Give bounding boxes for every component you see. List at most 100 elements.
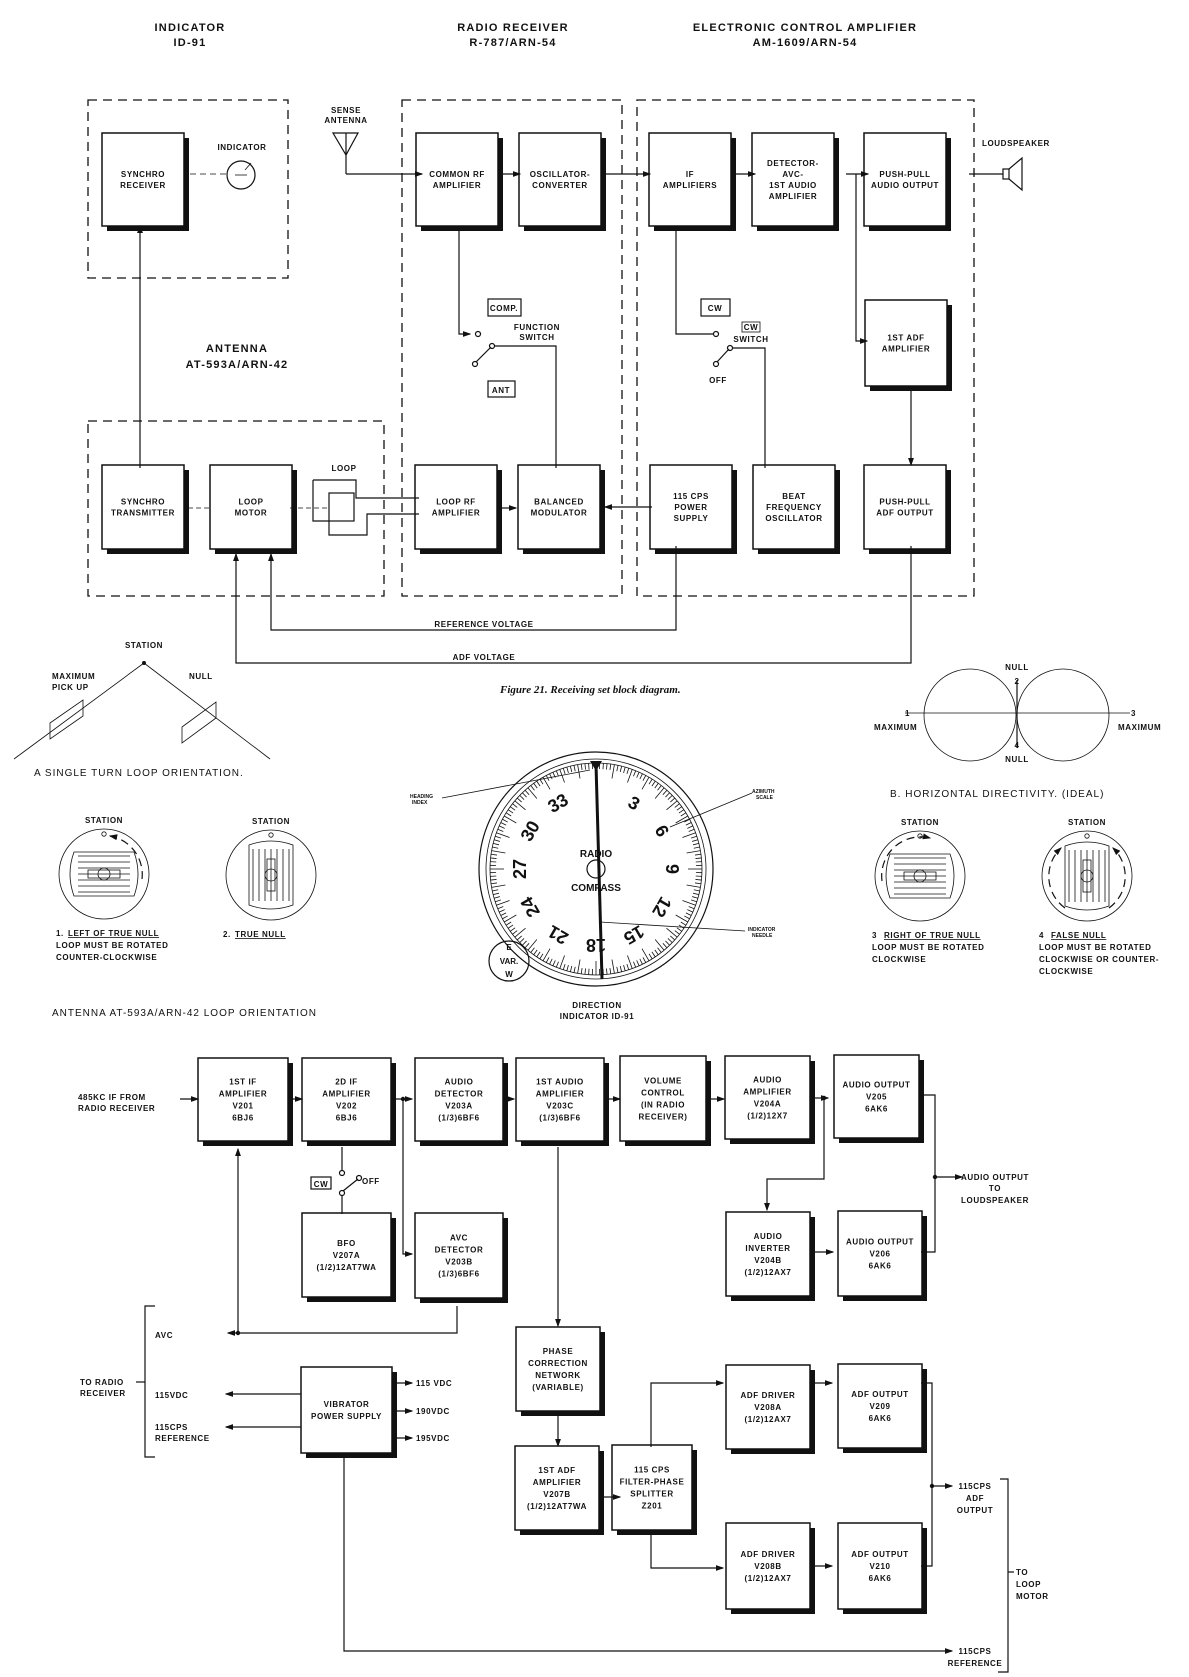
azimuth-tick xyxy=(493,892,500,896)
svg-text:CLOCKWISE: CLOCKWISE xyxy=(872,955,926,964)
azimuth-tick xyxy=(522,940,527,946)
block-label-line: AMPLIFIER xyxy=(322,1090,371,1099)
azimuth-tick xyxy=(495,835,502,839)
block-label-line: INVERTER xyxy=(745,1244,790,1253)
svg-text:115CPS: 115CPS xyxy=(155,1423,188,1432)
block-label-line: AVC- xyxy=(782,170,803,179)
block-label-line: ADF OUTPUT xyxy=(851,1390,909,1399)
svg-text:3: 3 xyxy=(1131,709,1136,718)
horizontal-directivity-diagram: NULL 2 4 NULL 1 3 MAXIMUM MAXIMUM B. HOR… xyxy=(874,663,1161,800)
azimuth-tick xyxy=(491,884,506,888)
svg-text:INDICATOR: INDICATOR xyxy=(217,143,266,152)
azimuth-tick xyxy=(654,787,665,799)
block-label-line: ADF DRIVER xyxy=(741,1550,796,1559)
azimuth-tick xyxy=(500,912,507,916)
svg-text:AM-1609/ARN-54: AM-1609/ARN-54 xyxy=(753,37,858,49)
azimuth-tick xyxy=(514,927,526,938)
azimuth-number: 30 xyxy=(517,817,544,844)
svg-text:TO: TO xyxy=(989,1184,1001,1193)
block-label-line: CORRECTION xyxy=(528,1359,588,1368)
azimuth-tick xyxy=(680,921,687,926)
azimuth-number: 3 xyxy=(625,792,644,814)
block-label-line: (1/2)12X7 xyxy=(747,1112,788,1121)
svg-text:A SINGLE TURN LOOP ORIENTAT: A SINGLE TURN LOOP ORIENTATION. xyxy=(34,768,244,779)
azimuth-tick xyxy=(516,935,522,941)
azimuth-tick xyxy=(688,828,695,832)
azimuth-tick xyxy=(674,803,680,808)
svg-text:RIGHT OF TRUE NULL: RIGHT OF TRUE NULL xyxy=(884,931,981,940)
azimuth-tick xyxy=(680,812,687,817)
azimuth-tick xyxy=(678,924,685,929)
azimuth-tick xyxy=(490,853,498,856)
svg-text:MOTOR: MOTOR xyxy=(1016,1592,1049,1601)
block-label-line: 6AK6 xyxy=(869,1262,892,1271)
azimuth-tick xyxy=(490,882,498,885)
azimuth-tick xyxy=(654,949,659,955)
block-label-line: MOTOR xyxy=(235,509,268,518)
azimuth-tick xyxy=(633,770,637,777)
azimuth-tick xyxy=(642,957,647,963)
azimuth-tick xyxy=(666,927,678,938)
cw-switch-label: CW SWITCH xyxy=(733,321,768,344)
vibrator-output-labels: 115 VDC 190VDC 195VDC xyxy=(416,1379,452,1443)
sense-antenna-icon: SENSE ANTENNA xyxy=(324,106,424,177)
block-label-line: V204A xyxy=(754,1100,781,1109)
svg-text:VAR.: VAR. xyxy=(500,957,519,966)
svg-text:REFERENCE: REFERENCE xyxy=(948,1659,1003,1668)
azimuth-tick xyxy=(504,815,517,824)
block-drv-b: ADF DRIVER V208B (1/2)12AX7 xyxy=(725,1522,815,1614)
block-label-line: (1/2)12AT7WA xyxy=(317,1263,377,1272)
comp-label: COMP. xyxy=(487,298,522,317)
block-label-line: AVC xyxy=(450,1234,468,1243)
reference-voltage-label: REFERENCE VOLTAGE xyxy=(434,620,533,629)
svg-text:OFF: OFF xyxy=(362,1177,380,1186)
azimuth-tick xyxy=(542,777,551,790)
block-label-line: V208A xyxy=(754,1403,781,1412)
svg-text:FALSE NULL: FALSE NULL xyxy=(1051,931,1106,940)
azimuth-tick xyxy=(577,764,581,779)
block-label-line: V203A xyxy=(445,1102,472,1111)
azimuth-tick xyxy=(692,896,699,899)
loudspeaker-icon: LOUDSPEAKER xyxy=(969,139,1049,192)
azimuth-tick xyxy=(666,800,678,811)
azimuth-tick xyxy=(493,842,500,846)
svg-text:COMPASS: COMPASS xyxy=(571,883,621,894)
block-label-line: AMPLIFIER xyxy=(743,1088,792,1097)
azimuth-tick xyxy=(530,947,535,953)
azimuth-tick xyxy=(627,955,633,969)
svg-text:115VDC: 115VDC xyxy=(155,1391,188,1400)
azimuth-tick xyxy=(657,785,662,791)
adf-voltage-label: ADF VOLTAGE xyxy=(453,653,516,662)
block-label-line: PHASE xyxy=(543,1347,574,1356)
azimuth-tick xyxy=(569,766,573,773)
block-label-line: (1/2)12AX7 xyxy=(745,1574,792,1583)
figure-caption: Figure 21. Receiving set block diagram. xyxy=(499,684,681,696)
svg-text:LOOP MUST BE ROTATED: LOOP MUST BE ROTATED xyxy=(872,943,984,952)
block-label-line: (1/3)6BF6 xyxy=(438,1270,479,1279)
if-input-label: 485KC IF FROM RADIO RECEIVER xyxy=(78,1093,155,1113)
azimuth-tick xyxy=(686,850,701,854)
azimuth-tick xyxy=(562,963,566,970)
block-label-line: V208B xyxy=(754,1562,781,1571)
cw-label: CW xyxy=(700,298,731,317)
azimuth-tick xyxy=(555,770,559,777)
variation-knob[interactable] xyxy=(488,940,530,982)
azimuth-tick xyxy=(616,765,619,772)
azimuth-tick xyxy=(566,965,569,972)
to-radio-receiver-label: TO RADIO RECEIVER AVC 115VDC 115CPS REFE… xyxy=(80,1331,209,1443)
block-label-line: RECEIVER xyxy=(120,181,166,190)
azimuth-tick xyxy=(536,780,541,787)
azimuth-tick xyxy=(648,953,653,960)
block-label-line: BFO xyxy=(337,1239,356,1248)
svg-text:TO: TO xyxy=(1016,1568,1028,1577)
svg-text:AUDIO OUTPUT: AUDIO OUTPUT xyxy=(961,1173,1029,1182)
azimuth-tick xyxy=(569,965,573,972)
svg-text:115 VDC: 115 VDC xyxy=(416,1379,452,1388)
